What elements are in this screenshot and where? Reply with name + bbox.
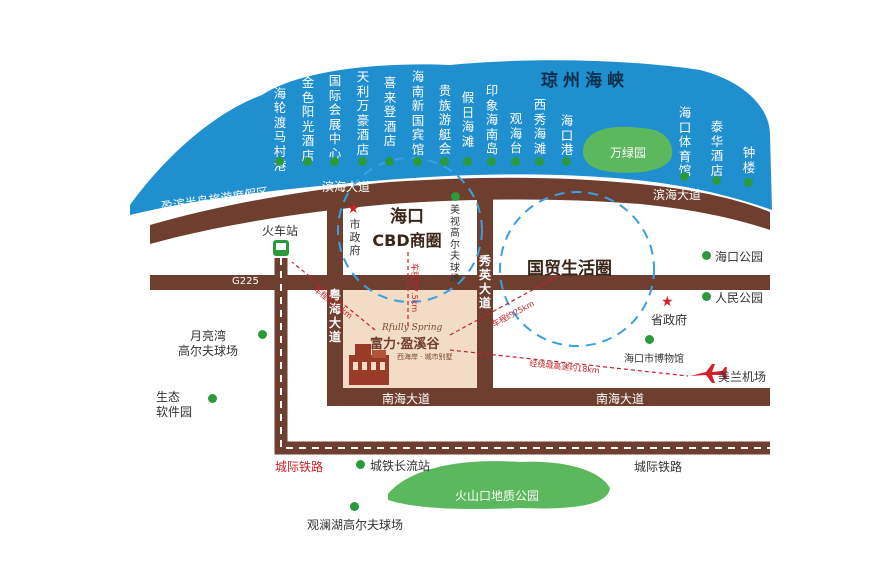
- volcano-park-label: 火山口地质公园: [455, 489, 540, 503]
- nanhai-road: [327, 388, 770, 406]
- coast-poi: 贵族游艇会: [438, 83, 452, 156]
- coast-poi: 钟楼: [742, 145, 756, 175]
- coast-poi: 泰华酒店: [710, 119, 724, 178]
- haikou-park-dot: [702, 251, 711, 260]
- sea-name: 琼州海峡: [541, 71, 629, 91]
- rail-label-left: 城际铁路: [275, 460, 324, 474]
- volcano-park-area: [388, 461, 610, 510]
- cbd-zone-line1: 海口: [390, 207, 424, 227]
- train-station-label: 火车站: [262, 224, 299, 238]
- city-gov-star-icon: ★: [347, 201, 360, 217]
- wanlv-park-area: [582, 126, 673, 173]
- people-park-dot: [702, 292, 711, 301]
- guanlanhu-label: 观澜湖高尔夫球场: [307, 518, 404, 532]
- golf-meishi-dot: [451, 192, 460, 201]
- coast-poi: 海口体育馆: [678, 105, 692, 178]
- prov-gov-star-icon: ★: [661, 294, 674, 310]
- coast-poi: 海口港: [560, 113, 574, 157]
- poi-dot: [275, 157, 284, 166]
- poi-dot: [330, 157, 339, 166]
- yuehai-road-label: 粤海大道: [328, 288, 341, 344]
- coast-poi: 海南新国宾馆: [411, 69, 425, 157]
- poi-dot: [413, 157, 422, 166]
- haikou-park-label: 海口公园: [715, 250, 764, 264]
- airplane-icon: [690, 364, 727, 383]
- poi-dot: [744, 178, 753, 187]
- poi-dot: [535, 157, 544, 166]
- cbd-circle: [337, 157, 483, 303]
- distance-label-cbd: 车程约7.5km: [410, 263, 419, 313]
- poi-dot: [511, 157, 520, 166]
- poi-dot: [358, 157, 367, 166]
- yueliangwan-label-1: 月亮湾: [190, 329, 227, 343]
- poi-dot: [712, 176, 721, 185]
- project-name: 富力·盈溪谷: [370, 337, 440, 352]
- nanhai-road-label-left: 南海大道: [382, 392, 431, 406]
- software-park-label-2: 软件园: [156, 405, 193, 419]
- changliu-label: 城铁长流站: [370, 459, 431, 473]
- coast-poi: 印象海南岛: [485, 83, 499, 156]
- prov-gov-label: 省政府: [651, 313, 688, 327]
- changliu-dot: [356, 460, 365, 469]
- coast-poi: 假日海滩: [461, 90, 475, 149]
- poi-dot: [440, 157, 449, 166]
- coast-poi: 观海台: [509, 111, 523, 155]
- museum-label: 海口市博物馆: [624, 354, 684, 365]
- poi-dot: [463, 157, 472, 166]
- line-to-train: [291, 261, 376, 331]
- guomao-zone-title: 国贸生活圈: [527, 259, 612, 279]
- city-gov-label: 市政府: [349, 218, 361, 257]
- yueliangwan-dot: [258, 330, 267, 339]
- project-building-icon: [349, 344, 389, 385]
- yueliangwan-label-2: 高尔夫球场: [178, 344, 239, 358]
- poi-dot: [385, 157, 394, 166]
- nanhai-road-label-right: 南海大道: [596, 392, 645, 406]
- yuehai-road: [327, 195, 343, 406]
- museum-dot: [645, 335, 654, 344]
- people-park-label: 人民公园: [715, 291, 764, 305]
- poi-dot: [303, 157, 312, 166]
- coast-poi: 西秀海滩: [533, 97, 547, 156]
- coast-poi: 喜来登酒店: [383, 75, 397, 148]
- wanlv-park-label: 万绿园: [610, 146, 647, 160]
- binhai-road: [150, 177, 770, 244]
- project-script: Rfully Spring: [382, 323, 443, 333]
- coast-poi: 天利万豪酒店: [356, 69, 370, 157]
- rail-label-right: 城际铁路: [634, 460, 683, 474]
- binhai-road-label-right: 滨海大道: [653, 188, 702, 202]
- coast-poi: 国际会展中心: [328, 73, 342, 161]
- poi-dot: [562, 157, 571, 166]
- guanlanhu-dot: [350, 502, 359, 511]
- intercity-rail: [274, 258, 770, 455]
- train-station-icon: [273, 240, 289, 256]
- xiuying-road: [477, 190, 493, 406]
- cbd-zone-line2: CBD商圈: [372, 231, 442, 250]
- poi-dot: [680, 172, 689, 181]
- xiuying-road-label: 秀英大道: [478, 254, 491, 310]
- line-to-airport: [449, 349, 689, 377]
- airport-label: 美兰机场: [718, 370, 767, 384]
- software-park-label-1: 生态: [156, 390, 181, 404]
- guomao-circle: [499, 191, 655, 347]
- cbd-zone-title: 海口 CBD商圈: [368, 202, 446, 251]
- binhai-road-label-left: 滨海大道: [322, 180, 371, 194]
- sea-area: [130, 60, 772, 215]
- g225-road-label: G225: [232, 276, 259, 287]
- coast-poi: 金色阳光酒店: [301, 75, 315, 163]
- software-park-dot: [208, 394, 217, 403]
- golf-meishi-label: 美视高尔夫球场: [450, 205, 460, 285]
- poi-dot: [487, 157, 496, 166]
- project-tagline: 西海岸 · 城市别墅: [397, 353, 453, 361]
